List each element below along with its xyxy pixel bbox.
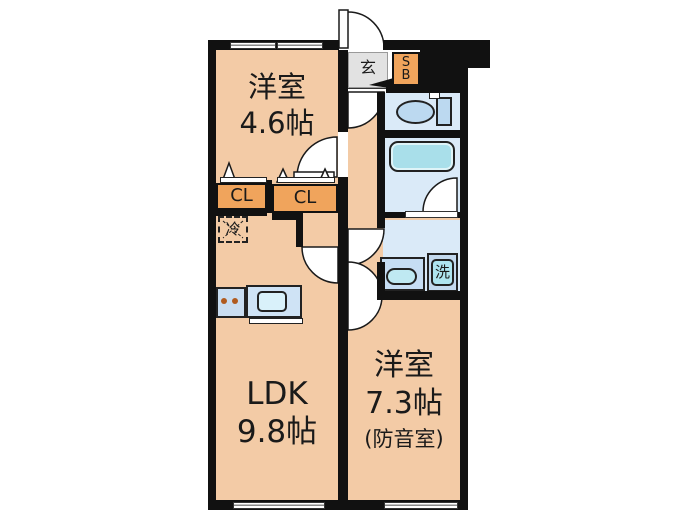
entrance-door-leaf — [338, 9, 349, 49]
ldk-door-swing — [301, 246, 339, 284]
bedroom1-size: 4.6帖 — [239, 106, 315, 140]
bedroom2-name: 洋室 — [374, 348, 434, 383]
refrigerator-cross-line-2 — [222, 220, 244, 239]
window-top-1 — [230, 42, 276, 49]
closet-left-bottom-wall — [212, 210, 267, 216]
entrance-label: 玄 — [359, 58, 376, 77]
ldk-size: 9.8帖 — [236, 414, 318, 450]
washstand-basin — [386, 268, 417, 285]
closet-door-track-2 — [277, 177, 335, 183]
shoebox-label-b: B — [401, 68, 411, 83]
ldk-name: LDK — [246, 376, 308, 412]
bedroom2-note: (防音室) — [364, 427, 444, 451]
bathtub — [389, 141, 455, 172]
toilet-tank — [436, 97, 452, 126]
window-bottom-ldk — [233, 502, 325, 509]
closet-divider-wall — [267, 180, 272, 213]
bedroom1-door-swing — [296, 136, 338, 178]
bottom-wall — [208, 500, 468, 510]
corner-pillar-outer — [468, 40, 490, 68]
shoebox-label-s: S — [401, 55, 411, 70]
corridor-right-wall-upper — [377, 92, 385, 228]
washroom-bottom-wall — [377, 291, 468, 300]
shoebox: S B — [392, 52, 420, 86]
entrance-door-arc — [347, 11, 385, 49]
burner-dot-2 — [232, 298, 238, 304]
washer-label: 洗 — [434, 262, 450, 281]
washroom-door-swing — [347, 228, 385, 266]
kitchen-nook-wall-v — [296, 213, 303, 247]
washing-machine-drum: 洗 — [431, 259, 454, 286]
top-wall-right — [383, 40, 420, 50]
refrigerator-cross-line-1 — [222, 220, 244, 239]
closet-right: CL — [272, 184, 338, 213]
bathroom-door-swing — [422, 177, 458, 213]
bedroom1-name: 洋室 — [247, 70, 306, 104]
closet-right-label: CL — [293, 187, 317, 209]
window-bottom-bedroom2 — [384, 502, 458, 509]
burner-dot-1 — [221, 298, 227, 304]
center-wall-upper — [338, 50, 348, 132]
corridor-right-wall-lower — [377, 262, 385, 293]
shoebox-bottom-wall — [386, 86, 460, 93]
closet-door-track-1 — [220, 177, 267, 183]
bath-folding-door — [405, 211, 458, 218]
toilet-bottom-wall — [377, 130, 468, 138]
closet-left: CL — [216, 183, 267, 210]
right-wall — [460, 68, 468, 510]
closet-left-label: CL — [230, 185, 253, 207]
center-wall-lower — [338, 177, 348, 500]
toilet-bowl — [396, 100, 435, 124]
left-wall — [208, 40, 216, 510]
window-top-2 — [277, 42, 323, 49]
bedroom2-size: 7.3帖 — [365, 386, 443, 421]
kitchen-nook-wall-h — [272, 213, 303, 220]
kitchen-counter-edge — [249, 318, 303, 324]
kitchen-sink-basin — [257, 291, 287, 312]
